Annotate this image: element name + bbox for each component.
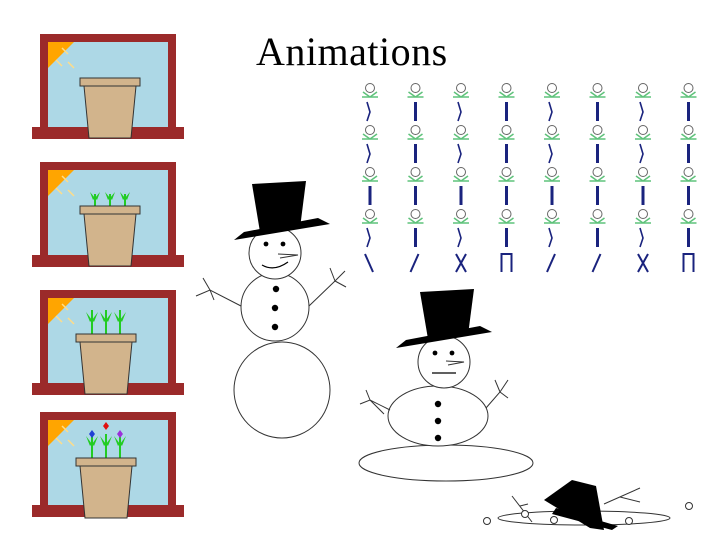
stick-figure-head xyxy=(588,82,607,98)
stick-figure-body xyxy=(457,143,462,164)
stick-figure-head xyxy=(497,208,516,224)
stick-figure-head xyxy=(452,166,470,182)
stick-figure-head xyxy=(588,124,607,140)
stick-figure-head xyxy=(497,82,516,98)
flower-frame-1 xyxy=(31,33,185,140)
stick-figure-body xyxy=(366,227,371,248)
purple-flower-icon xyxy=(114,430,126,438)
stick-figure-body xyxy=(457,101,462,122)
stick-figure-body xyxy=(639,143,644,164)
flower-frame-3 xyxy=(31,289,185,396)
stick-figure-legs xyxy=(546,253,556,273)
stick-figure-head xyxy=(452,208,470,224)
stick-figure-head xyxy=(543,124,561,140)
stick-figure-head xyxy=(406,124,425,140)
stick-figure-head xyxy=(634,82,652,98)
red-flower-icon xyxy=(100,422,112,430)
stick-figure-legs xyxy=(500,253,513,272)
stick-figure-head xyxy=(634,124,652,140)
stick-figure-head xyxy=(361,166,379,182)
stick-figure-legs xyxy=(364,253,374,273)
stick-figure-head xyxy=(406,208,425,224)
stick-figure-head xyxy=(588,166,607,182)
blue-flower-icon xyxy=(86,430,98,438)
stick-figure-head xyxy=(406,82,425,98)
stick-figure-body xyxy=(548,227,553,248)
snowman-melted xyxy=(483,480,693,530)
stick-figure-body xyxy=(548,143,553,164)
stick-figure-head xyxy=(497,124,516,140)
stick-figure-legs xyxy=(637,253,649,273)
stick-figure-body xyxy=(366,143,371,164)
stick-figure-head xyxy=(679,124,698,140)
stick-figure-body xyxy=(366,101,371,122)
stick-figure-body xyxy=(548,101,553,122)
flower-frame-2 xyxy=(31,161,185,268)
stick-figure-head xyxy=(452,124,470,140)
stick-figure-head xyxy=(679,208,698,224)
stick-figure-legs xyxy=(409,253,420,273)
stick-figure-head xyxy=(361,124,379,140)
stick-figure-legs xyxy=(591,253,602,273)
stick-figure-head xyxy=(406,166,425,182)
stick-figure-body xyxy=(639,101,644,122)
snowman-melting xyxy=(358,289,534,482)
flower-frame-4 xyxy=(31,411,185,519)
stick-figure-head xyxy=(497,166,516,182)
slide-title: Animations xyxy=(256,29,448,74)
snowman-standing xyxy=(195,181,347,439)
stick-figure-head xyxy=(679,166,698,182)
stick-figure-legs xyxy=(455,253,467,273)
stick-figure-legs xyxy=(682,253,695,272)
stick-figure-head xyxy=(452,82,470,98)
stick-figure-head xyxy=(543,208,561,224)
stick-figure-head xyxy=(634,166,652,182)
stick-figure-head xyxy=(679,82,698,98)
stick-figure-head xyxy=(543,166,561,182)
stick-figure-body xyxy=(639,227,644,248)
stick-figure-head xyxy=(634,208,652,224)
stick-figure-head xyxy=(361,82,379,98)
stick-figure-head xyxy=(588,208,607,224)
stick-figure-grid xyxy=(361,82,698,273)
stick-figure-head xyxy=(543,82,561,98)
stick-figure-head xyxy=(361,208,379,224)
stick-figure-body xyxy=(457,227,462,248)
